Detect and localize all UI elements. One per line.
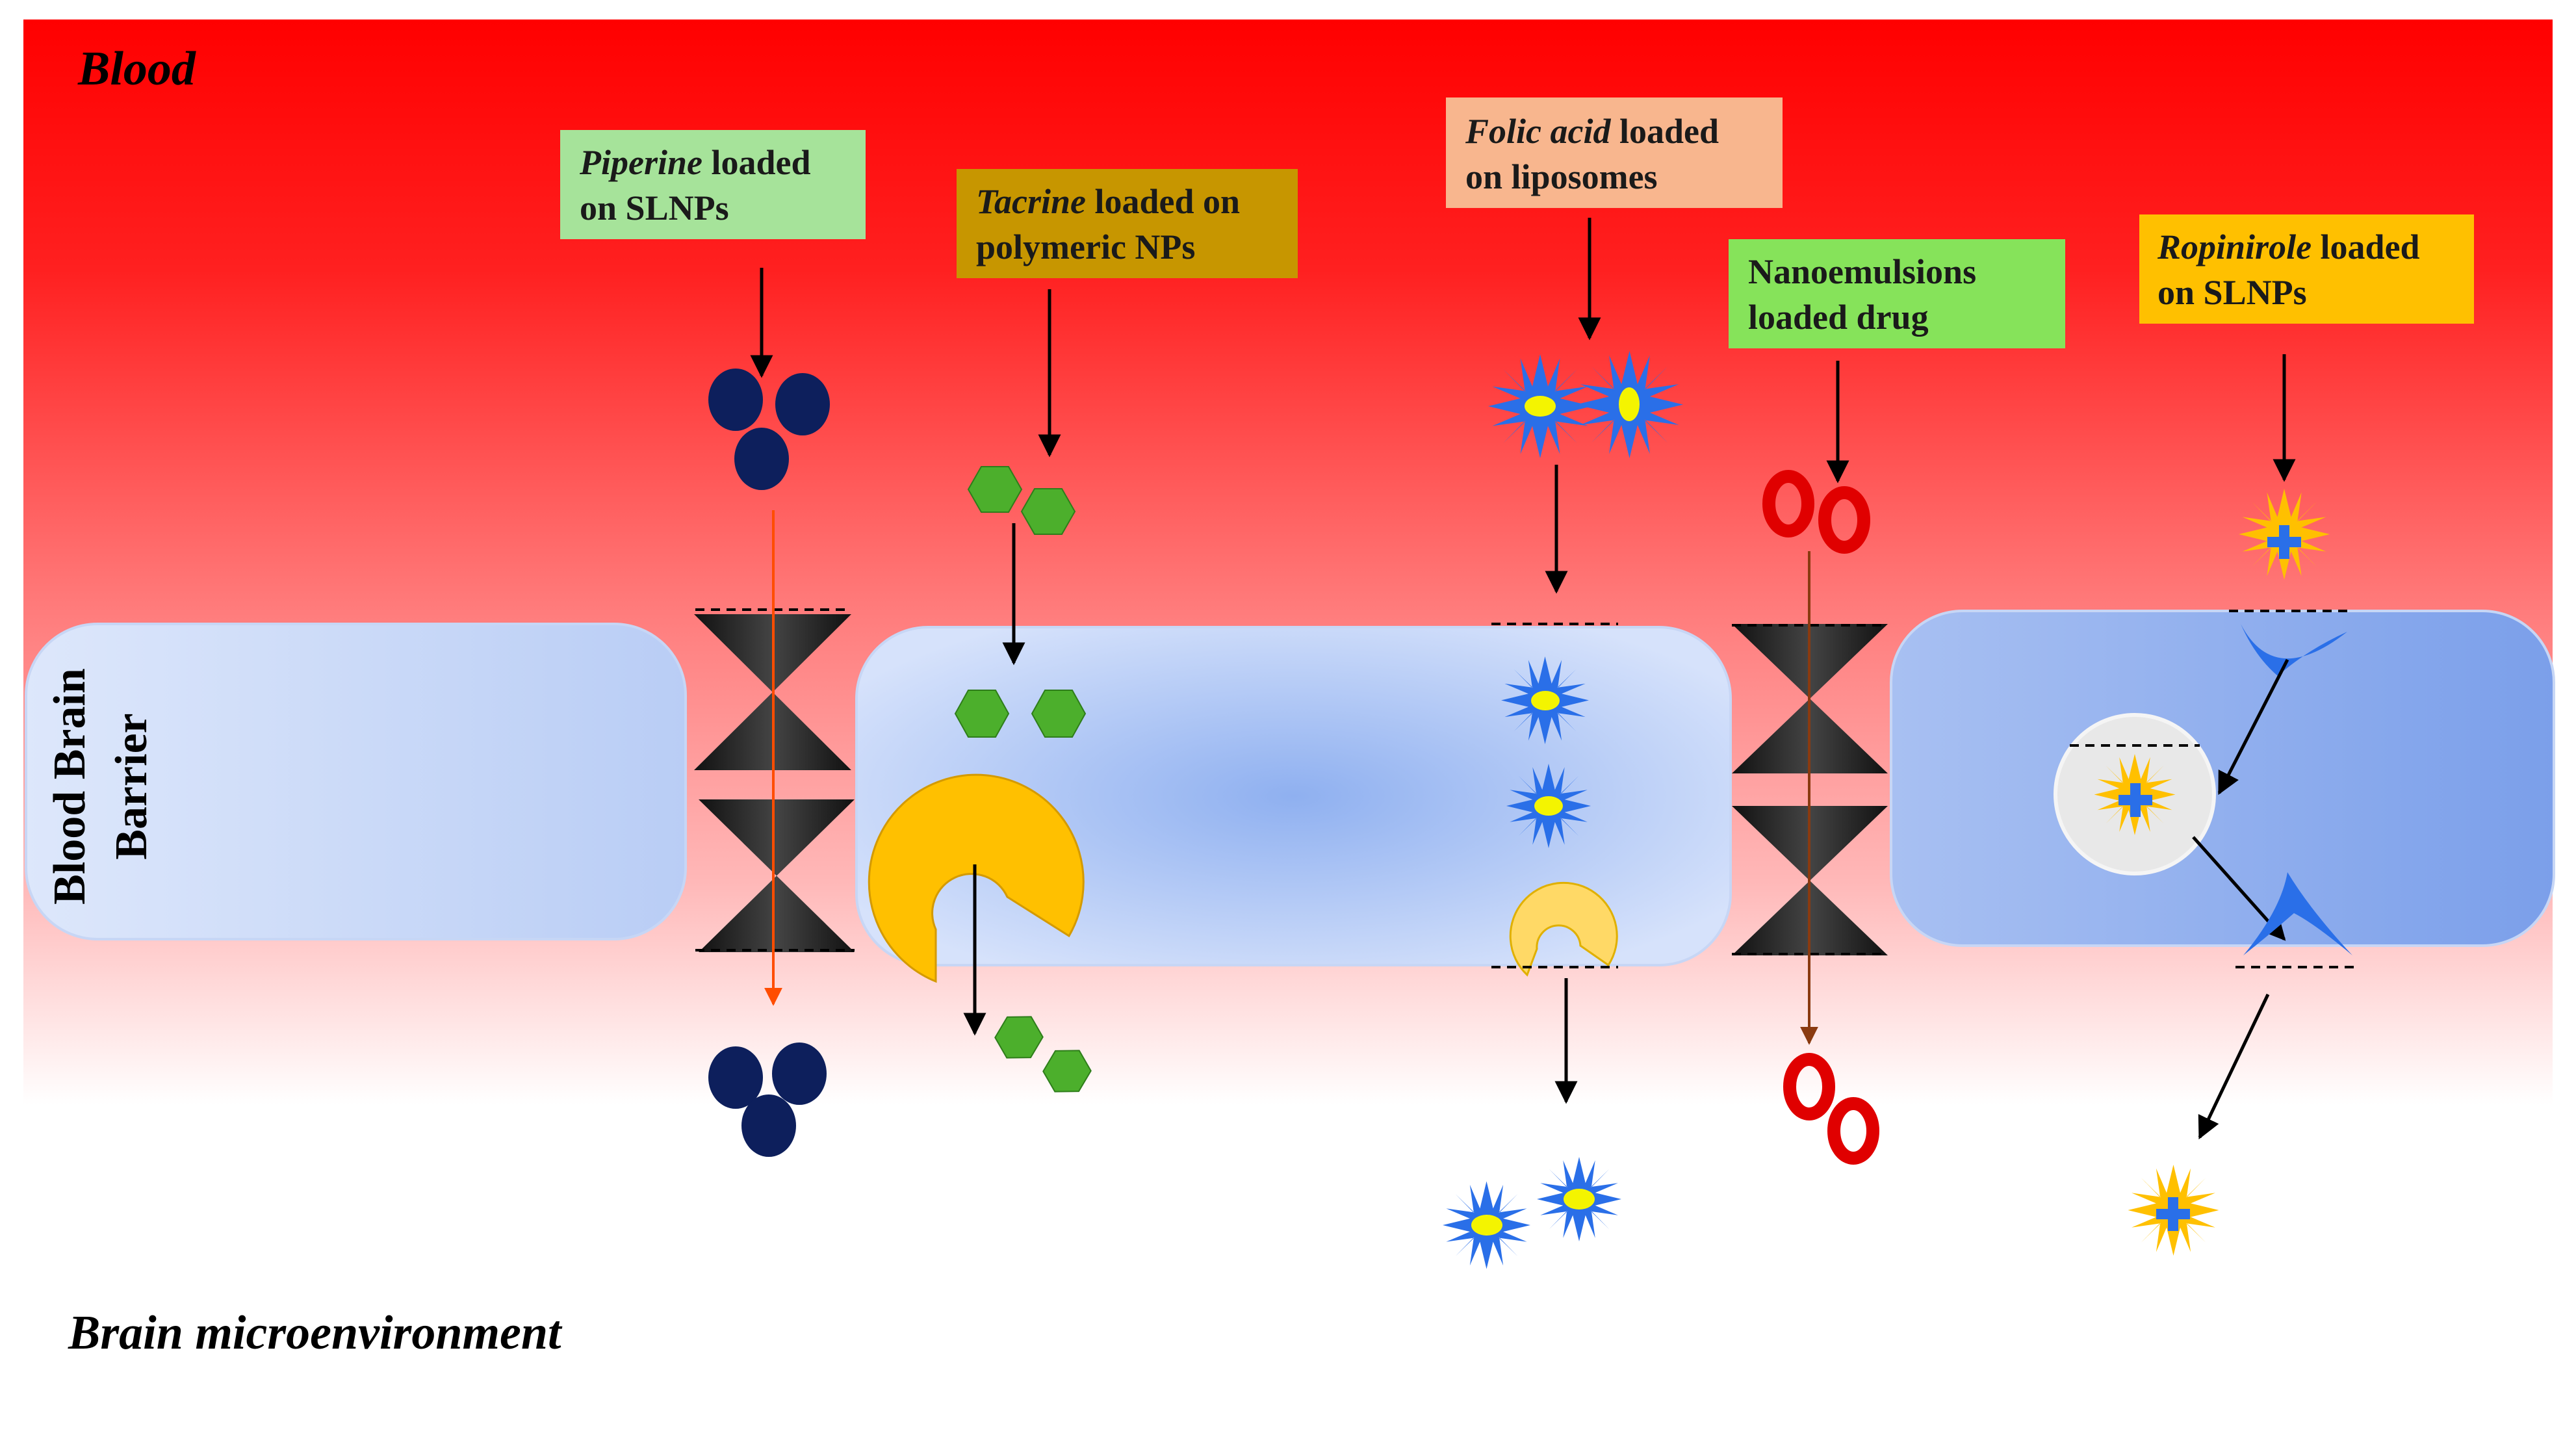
svg-text:Folic acid loaded: Folic acid loaded	[1465, 112, 1719, 151]
piperine-particles-blood	[708, 369, 830, 490]
piperine-particles-brain	[708, 1042, 827, 1157]
transporter-top-icon	[2241, 624, 2347, 676]
tacrine-particles-cell	[954, 690, 1087, 738]
nano-line2: loaded drug	[1748, 298, 1929, 337]
folic-line1: loaded	[1610, 112, 1719, 151]
endothelial-cell-right	[1890, 610, 2555, 947]
liposomes-cell	[1501, 656, 1591, 848]
tight-junction-left-bottom	[699, 799, 855, 952]
bbb-label: Blood Brain Barrier	[45, 668, 157, 905]
ropinirole-particle-blood	[2239, 489, 2330, 580]
folic-box: Folic acid loaded on liposomes	[1446, 97, 1783, 208]
nano-droplets-blood	[1762, 470, 1870, 554]
piperine-drug: Piperine	[579, 143, 702, 182]
endothelial-cell-left	[25, 623, 687, 940]
bbb-label-line1: Blood Brain	[45, 668, 95, 905]
folic-receptor	[1509, 881, 1618, 977]
tacrine-particles-brain	[994, 1016, 1092, 1093]
bbb-label-line2: Barrier	[107, 713, 157, 859]
ropinirole-particle-vesicle	[2094, 754, 2176, 835]
piperine-line2: on SLNPs	[580, 188, 729, 227]
liposomes-brain	[1443, 1157, 1621, 1269]
tacrine-drug: Tacrine	[976, 182, 1086, 221]
tacrine-line1: loaded on	[1086, 182, 1240, 221]
brain-label: Brain microenvironment	[68, 1306, 563, 1360]
ropinirole-arrow-out	[2198, 993, 2270, 1140]
folic-drug: Folic acid	[1465, 112, 1611, 151]
svg-text:Ropinirole loaded: Ropinirole loaded	[2157, 227, 2420, 266]
piperine-box: Piperine loaded on SLNPs	[560, 130, 866, 239]
tacrine-particles-blood	[967, 466, 1076, 535]
nano-line1: Nanoemulsions	[1748, 252, 1976, 291]
folic-line2: on liposomes	[1465, 157, 1658, 196]
svg-text:Piperine loaded: Piperine loaded	[579, 143, 811, 182]
ropinirole-arrow-cell-in	[2217, 658, 2289, 796]
blood-label: Blood	[77, 42, 196, 96]
transporter-bottom-icon	[2243, 872, 2352, 955]
ropinirole-drug: Ropinirole	[2157, 227, 2312, 266]
svg-text:Tacrine loaded on: Tacrine loaded on	[976, 182, 1240, 221]
ropinirole-box: Ropinirole loaded on SLNPs	[2139, 214, 2474, 324]
ropinirole-particle-brain	[2128, 1165, 2219, 1256]
piperine-line1: loaded	[702, 143, 811, 182]
tacrine-receptor	[868, 773, 1085, 983]
nano-box: Nanoemulsions loaded drug	[1729, 239, 2065, 348]
ropinirole-line2: on SLNPs	[2157, 273, 2307, 312]
nano-droplets-brain	[1783, 1053, 1879, 1165]
tacrine-line2: polymeric NPs	[976, 227, 1195, 266]
liposomes-blood	[1488, 351, 1683, 458]
tacrine-box: Tacrine loaded on polymeric NPs	[957, 169, 1298, 278]
ropinirole-line1: loaded	[2312, 227, 2420, 266]
